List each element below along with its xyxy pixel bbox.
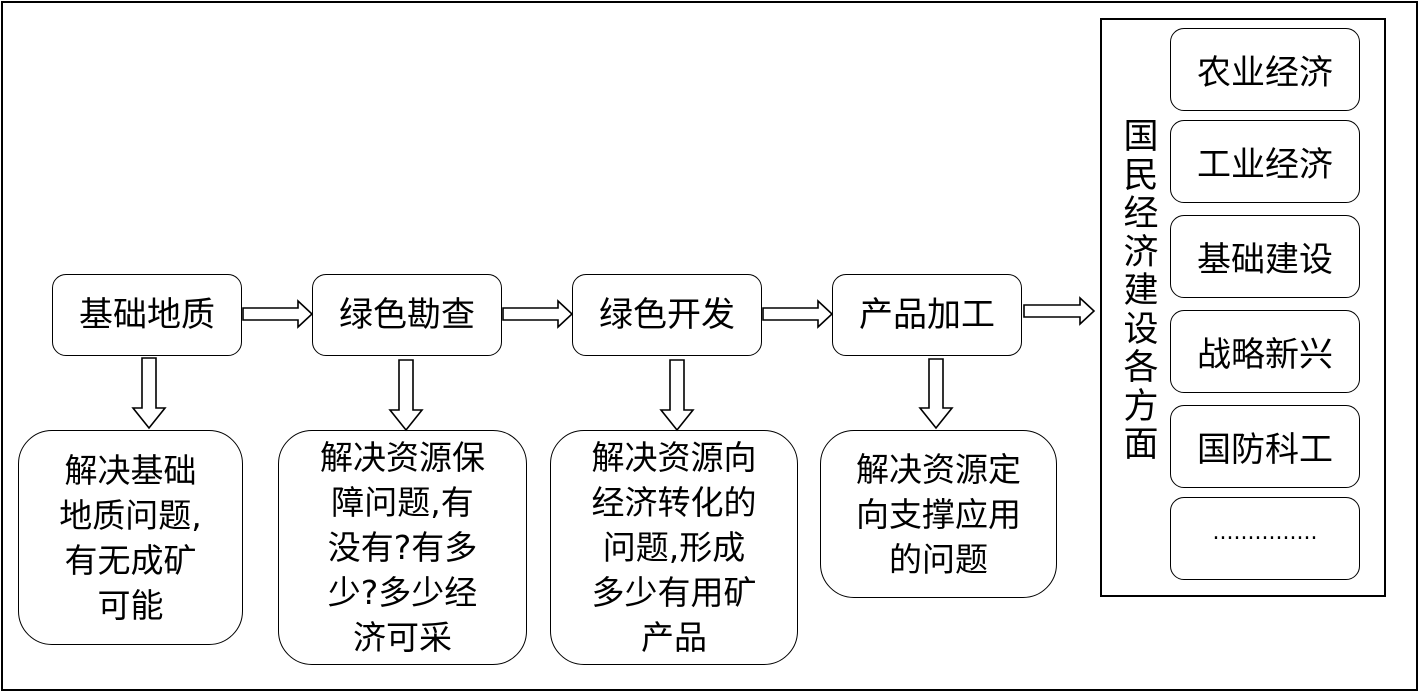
desc-line: 的问题: [889, 539, 988, 579]
stage-green-exploration: 绿色勘查: [312, 274, 502, 356]
stage-label: 绿色勘查: [339, 295, 475, 335]
sector-label: 工业经济: [1197, 145, 1333, 185]
arrow-right: [242, 299, 314, 329]
arrow-down: [131, 357, 167, 430]
desc-line: 问题,形成: [602, 528, 746, 567]
title-char: 各: [1123, 348, 1159, 388]
title-char: 国: [1123, 117, 1159, 157]
stage-label: 产品加工: [859, 295, 995, 335]
arrow-right: [1023, 296, 1096, 326]
desc-line: 有无成矿: [64, 540, 197, 580]
desc-line: 没有?有多: [327, 528, 478, 567]
desc-green-exploration: 解决资源保 障问题,有 没有?有多 少?多少经 济可采: [278, 430, 527, 665]
stage-green-development: 绿色开发: [572, 274, 762, 356]
desc-line: 经济转化的: [591, 483, 757, 522]
desc-line: 障问题,有: [331, 483, 474, 522]
sector-defense-industry: 国防科工: [1170, 405, 1360, 488]
desc-line: 多少有用矿: [591, 573, 757, 612]
economy-panel: [1100, 18, 1386, 597]
stage-label: 基础地质: [79, 295, 215, 335]
sector-agriculture: 农业经济: [1170, 28, 1360, 111]
sector-strategic-emerging: 战略新兴: [1170, 310, 1360, 393]
sector-more: ...............: [1170, 497, 1360, 580]
title-char: 建: [1123, 271, 1159, 311]
sector-label: 农业经济: [1197, 53, 1333, 93]
title-char: 民: [1123, 155, 1159, 196]
title-char: 面: [1123, 425, 1159, 465]
title-char: 济: [1123, 232, 1159, 273]
desc-line: 少?多少经: [327, 573, 478, 612]
desc-line: 解决资源定: [856, 449, 1021, 489]
stage-product-processing: 产品加工: [832, 274, 1022, 356]
desc-line: 解决基础: [64, 450, 197, 490]
arrow-down: [918, 358, 954, 430]
desc-green-development: 解决资源向 经济转化的 问题,形成 多少有用矿 产品: [550, 430, 798, 665]
desc-line: 济可采: [353, 618, 452, 657]
title-char: 方: [1123, 386, 1159, 427]
sector-label: 战略新兴: [1197, 335, 1333, 375]
desc-basic-geology: 解决基础 地质问题, 有无成矿 可能: [18, 430, 243, 645]
sector-label: 基础建设: [1197, 240, 1333, 280]
desc-line: 产品: [641, 618, 707, 657]
sector-label: 国防科工: [1197, 430, 1333, 470]
arrow-down: [659, 359, 695, 432]
title-char: 设: [1123, 309, 1159, 350]
arrow-right: [502, 299, 574, 329]
title-char: 经: [1123, 194, 1159, 234]
sector-label: ...............: [1212, 520, 1318, 545]
desc-product-processing: 解决资源定 向支撑应用 的问题: [820, 430, 1057, 598]
sector-industry: 工业经济: [1170, 120, 1360, 203]
arrow-down: [388, 359, 424, 432]
desc-line: 解决资源向: [591, 438, 757, 477]
desc-line: 地质问题,: [59, 495, 202, 535]
desc-line: 可能: [97, 585, 164, 625]
arrow-right: [762, 299, 834, 329]
desc-line: 解决资源保: [320, 438, 485, 477]
economy-panel-title: 国 民 经 济 建 设 各 方 面: [1118, 118, 1164, 465]
desc-line: 向支撑应用: [856, 494, 1021, 534]
stage-basic-geology: 基础地质: [52, 274, 242, 356]
sector-infrastructure: 基础建设: [1170, 215, 1360, 298]
stage-label: 绿色开发: [599, 295, 735, 335]
